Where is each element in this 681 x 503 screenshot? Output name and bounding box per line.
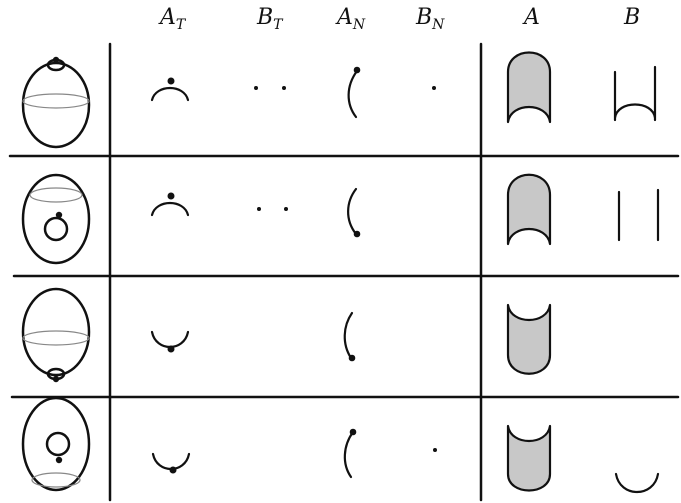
b-small-cup: [614, 472, 660, 494]
sphere-diagram: [21, 287, 91, 383]
table-row: [21, 396, 660, 494]
table-row: [21, 51, 657, 149]
b-two-lines: [617, 188, 660, 242]
sphere-diagram: [21, 56, 91, 149]
a-t-cap-curve: [150, 77, 190, 102]
b-n-dot: [432, 86, 436, 90]
a-shaded-tube: [506, 173, 552, 246]
sphere-diagram: [21, 173, 91, 265]
a-shaded-tube: [506, 51, 552, 124]
b-t-two-dots: [254, 86, 286, 90]
sphere-diagram: [21, 396, 91, 492]
table-row: [21, 173, 660, 265]
b-t-two-dots: [257, 207, 288, 211]
b-n-dot: [433, 448, 437, 452]
a-shaded-tube: [506, 303, 552, 375]
header-b-t: BT: [256, 5, 284, 33]
header-b-n: BN: [415, 5, 445, 33]
a-t-cup-curve: [151, 452, 191, 474]
b-cup-shape: [613, 65, 657, 122]
a-t-cup-curve: [150, 330, 190, 353]
header-a-n: AN: [335, 5, 366, 33]
header-b: B: [623, 5, 640, 30]
a-n-curve: [343, 428, 357, 479]
a-n-curve: [347, 187, 361, 238]
a-n-curve: [343, 311, 356, 362]
a-t-cap-curve: [150, 192, 190, 217]
header-a: A: [522, 5, 540, 30]
header-a-t: AT: [158, 5, 187, 33]
a-n-curve: [347, 66, 361, 119]
table-row: [21, 287, 552, 383]
a-shaded-tube: [506, 424, 552, 492]
